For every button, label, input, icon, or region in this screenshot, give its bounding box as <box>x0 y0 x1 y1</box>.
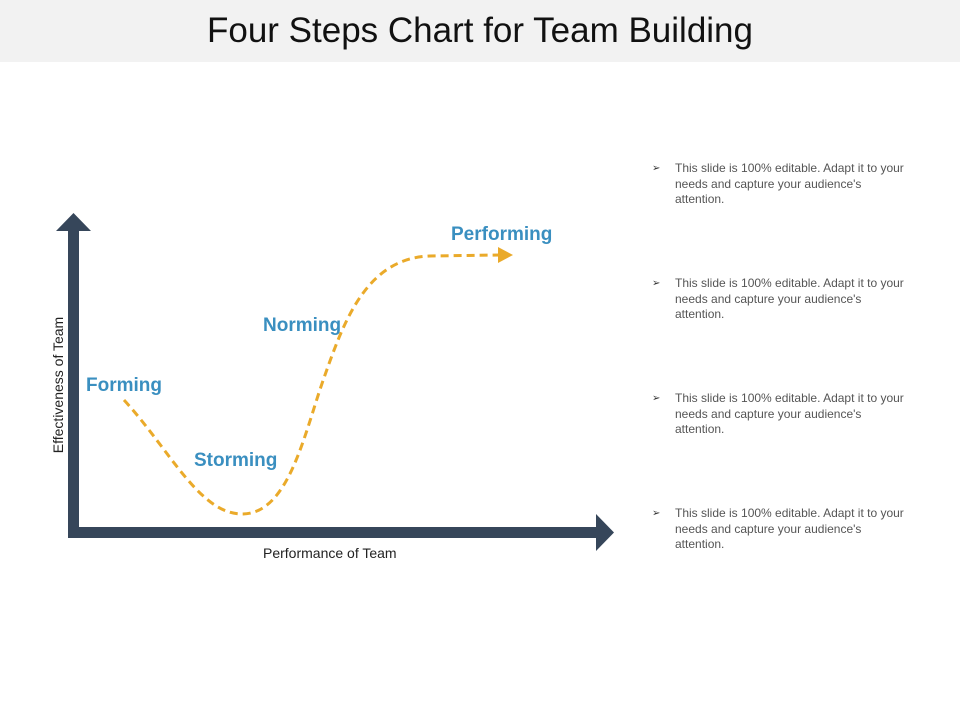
stage-performing: Performing <box>451 224 553 245</box>
stage-storming: Storming <box>194 450 278 471</box>
x-axis-label: Performance of Team <box>263 545 397 561</box>
title-bar <box>0 0 960 62</box>
bullet-item: ➢This slide is 100% editable. Adapt it t… <box>652 276 904 321</box>
arrow-bullet-icon: ➢ <box>652 278 661 289</box>
arrow-bullet-icon: ➢ <box>652 508 661 519</box>
arrow-bullet-icon: ➢ <box>652 393 661 404</box>
bullet-item: ➢This slide is 100% editable. Adapt it t… <box>652 161 904 206</box>
stage-forming: Forming <box>86 375 162 396</box>
bullet-item: ➢This slide is 100% editable. Adapt it t… <box>652 391 904 436</box>
arrow-bullet-icon: ➢ <box>652 163 661 174</box>
stage-norming: Norming <box>263 315 342 336</box>
curve-arrowhead <box>498 247 513 263</box>
y-axis-arrow <box>56 213 91 538</box>
x-axis-arrow <box>68 514 614 551</box>
y-axis-label: Effectiveness of Team <box>50 316 66 454</box>
progress-curve <box>122 253 501 516</box>
slide-title: Four Steps Chart for Team Building <box>206 11 753 50</box>
bullet-item: ➢This slide is 100% editable. Adapt it t… <box>652 506 904 551</box>
